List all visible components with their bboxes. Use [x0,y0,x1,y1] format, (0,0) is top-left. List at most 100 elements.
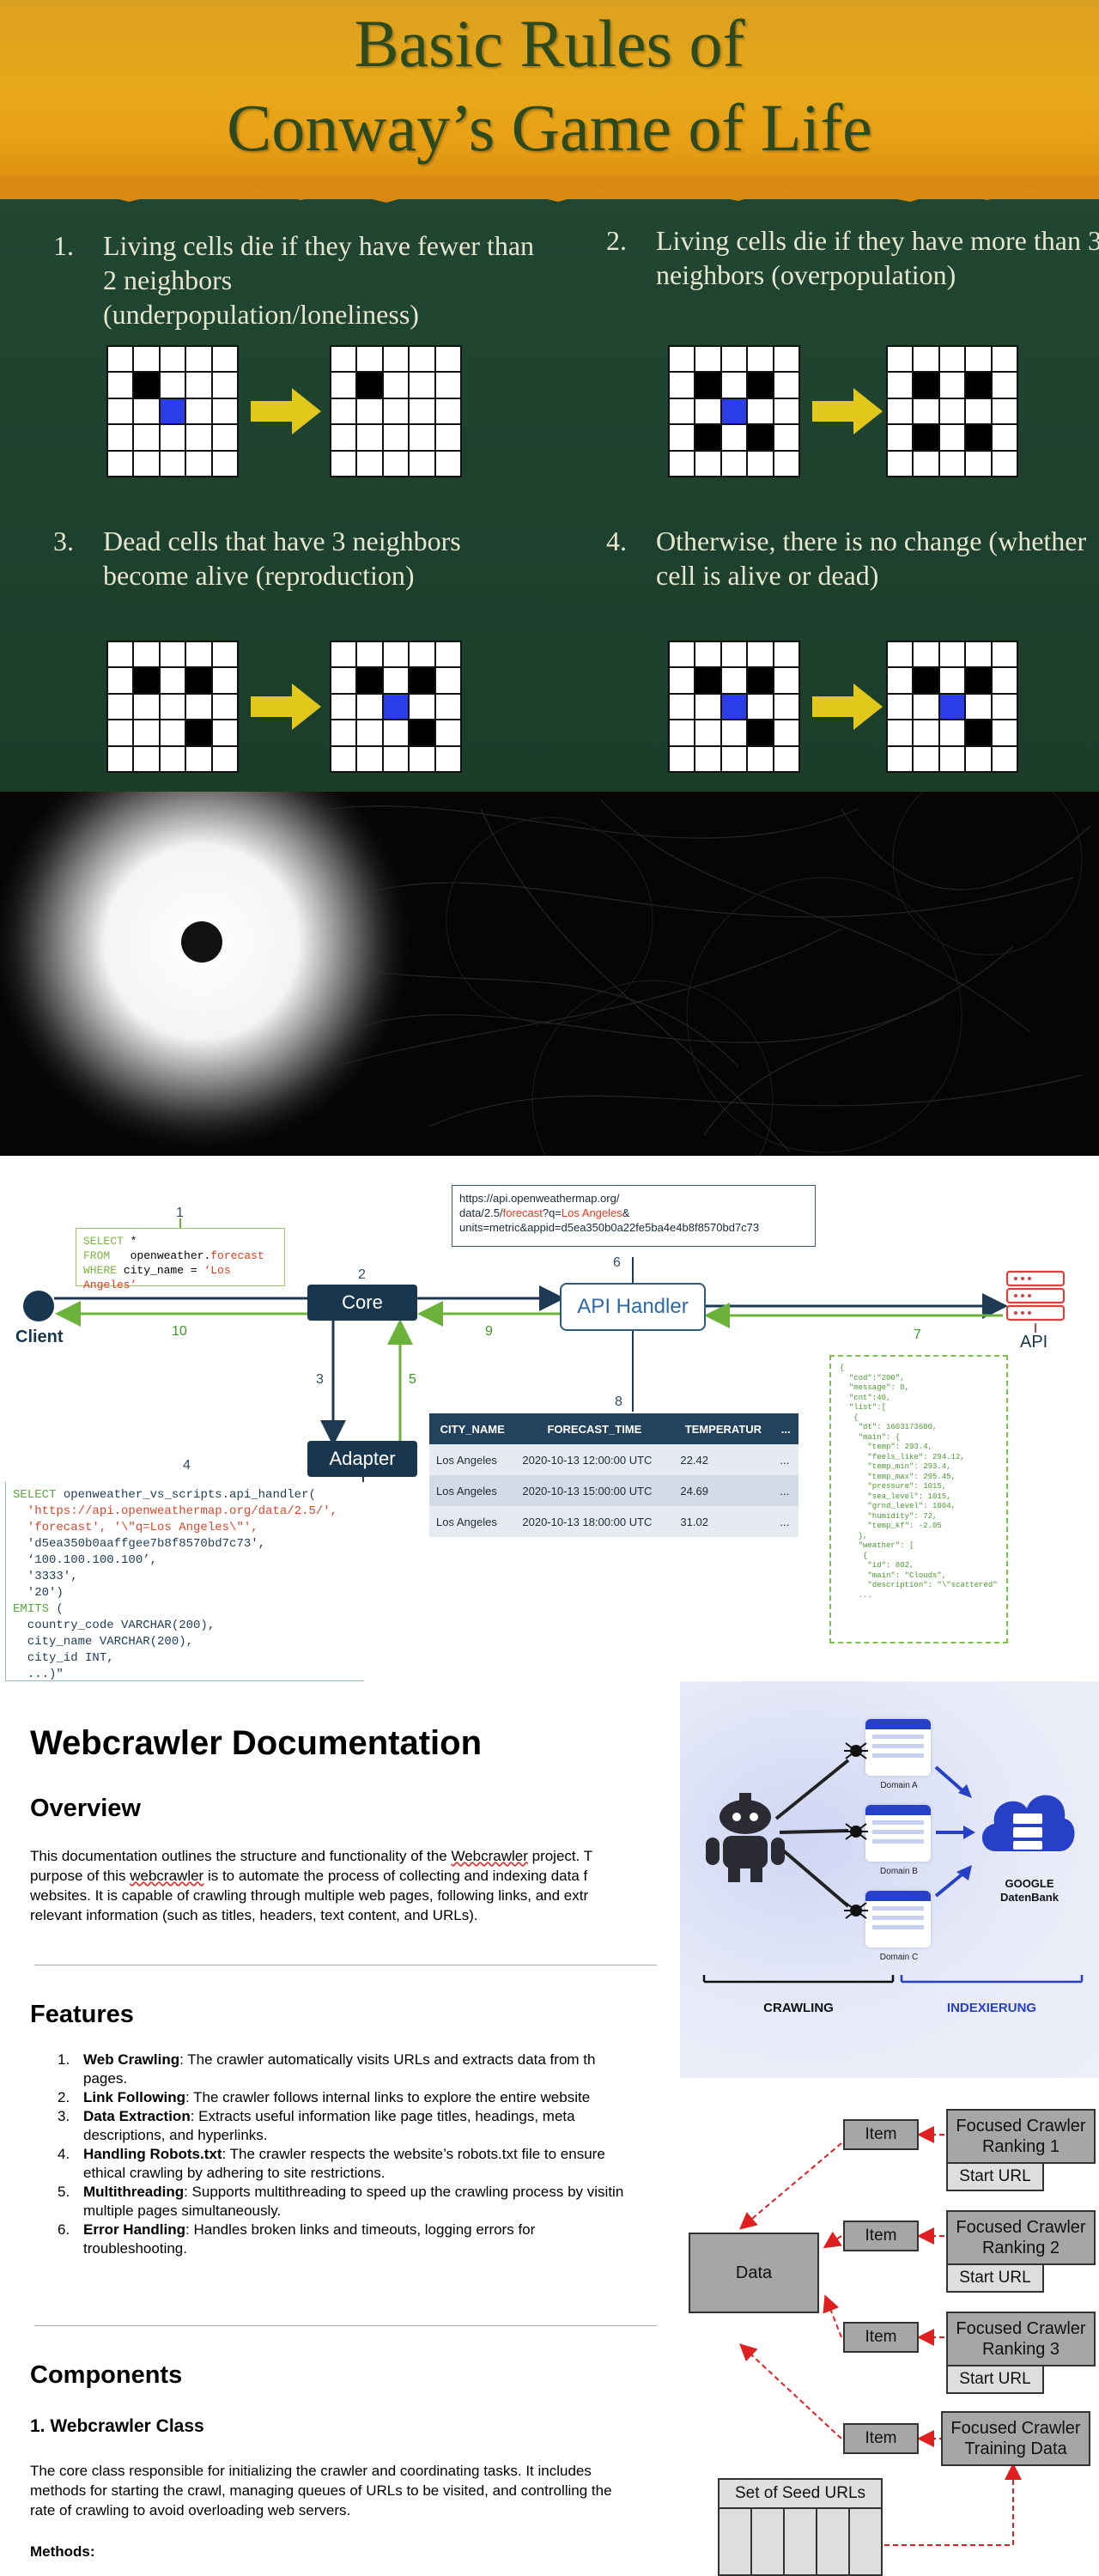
grid-cell [748,720,773,745]
grid-cell [134,373,159,398]
start-url-box: Start URL [946,2263,1044,2293]
grid-cell [108,668,133,693]
step-2-label: 2 [358,1267,366,1282]
grid-cell [160,425,185,450]
grid-cell [774,347,798,372]
rule-text: Living cells die if they have fewer than… [103,230,535,330]
grid-cell [721,425,747,450]
grid-cell [383,668,409,693]
grid-cell [774,694,798,720]
grid-cell [774,668,798,693]
step-7-label: 7 [914,1327,921,1342]
grid-cell [670,347,695,372]
grid-cell [914,694,938,720]
grid-cell [748,347,773,372]
focused-crawler-diagram: Data Item Item Item Item Focused Crawler… [687,2078,1099,2576]
grid-cell [108,398,133,424]
grid-cell [966,668,991,693]
grid-cell [410,398,434,424]
adapter-box: Adapter [307,1441,417,1477]
server-icon [1005,1270,1066,1321]
spider-icon [844,1902,868,1919]
list-item: 4.Handling Robots.txt: The crawler respe… [58,2146,605,2181]
grid-rule1-before [106,345,239,477]
forecast-table: CITY_NAME FORECAST_TIME TEMPERATUR ... L… [429,1413,798,1537]
grid-cell [888,694,913,720]
grid-cell [748,373,773,398]
overview-paragraph: This documentation outlines the structur… [30,1848,593,1923]
grid-cell [914,373,938,398]
step-5-label: 5 [409,1372,416,1387]
grid-cell [721,746,747,771]
grid-cell [186,694,211,720]
client-label: Client [15,1327,64,1346]
table-cell: ... [773,1475,798,1506]
grid-cell [695,425,720,450]
column-header: CITY_NAME [429,1413,516,1444]
grid-cell [410,694,434,720]
grid-cell [357,425,382,450]
class-heading: 1. Webcrawler Class [30,2416,204,2436]
cloud-label-google: GOOGLE [1005,1877,1054,1890]
grid-cell [383,451,409,476]
grid-cell [966,373,991,398]
grid-cell [186,373,211,398]
grid-cell [966,451,991,476]
grid-cell [939,694,965,720]
grid-cell [435,746,460,771]
step-1-label: 1 [176,1206,184,1220]
grid-cell [721,694,747,720]
robot-icon [706,1793,785,1882]
table-cell: 24.69 [673,1475,774,1506]
divider [34,2325,657,2326]
grid-cell [695,398,720,424]
grid-cell [357,398,382,424]
grid-cell [914,451,938,476]
radial-burst-image [0,792,1099,1156]
grid-cell [212,720,237,745]
grid-cell [888,451,913,476]
grid-cell [160,668,185,693]
grid-cell [748,642,773,667]
grid-cell [108,425,133,450]
table-cell: 2020-10-13 18:00:00 UTC [515,1506,674,1537]
grid-cell [160,642,185,667]
grid-cell [186,425,211,450]
grid-cell [160,347,185,372]
api-label: API [1020,1333,1048,1352]
grid-cell [721,668,747,693]
table-cell: Los Angeles [429,1506,516,1537]
grid-cell [966,425,991,450]
rule-text: Dead cells that have 3 neighbors become … [103,526,461,591]
list-item: 6.Error Handling: Handles broken links a… [58,2221,536,2257]
api-handler-box: API Handler [560,1283,706,1331]
grid-cell [695,642,720,667]
grid-cell [670,668,695,693]
grid-cell [108,642,133,667]
grid-cell [108,373,133,398]
grid-cell [888,668,913,693]
grid-cell [888,347,913,372]
grid-cell [939,746,965,771]
grid-cell [410,746,434,771]
grid-cell [186,746,211,771]
grid-rule4-before [668,641,800,773]
grid-cell [774,425,798,450]
table-cell: 31.02 [673,1506,774,1537]
grid-cell [357,746,382,771]
banner-torn-edge [0,176,1099,203]
grid-cell [966,398,991,424]
grid-cell [357,668,382,693]
item-box: Item [843,2119,919,2150]
api-flow-diagram: Client Core API Handler Adapter API 1 2 … [0,1156,1099,1681]
grid-cell [331,347,356,372]
grid-cell [992,425,1017,450]
grid-cell [331,746,356,771]
seed-urls-slots [718,2507,883,2576]
spider-icon [844,1823,868,1840]
grid-cell [966,694,991,720]
grid-cell [134,668,159,693]
item-box: Item [843,2221,919,2251]
